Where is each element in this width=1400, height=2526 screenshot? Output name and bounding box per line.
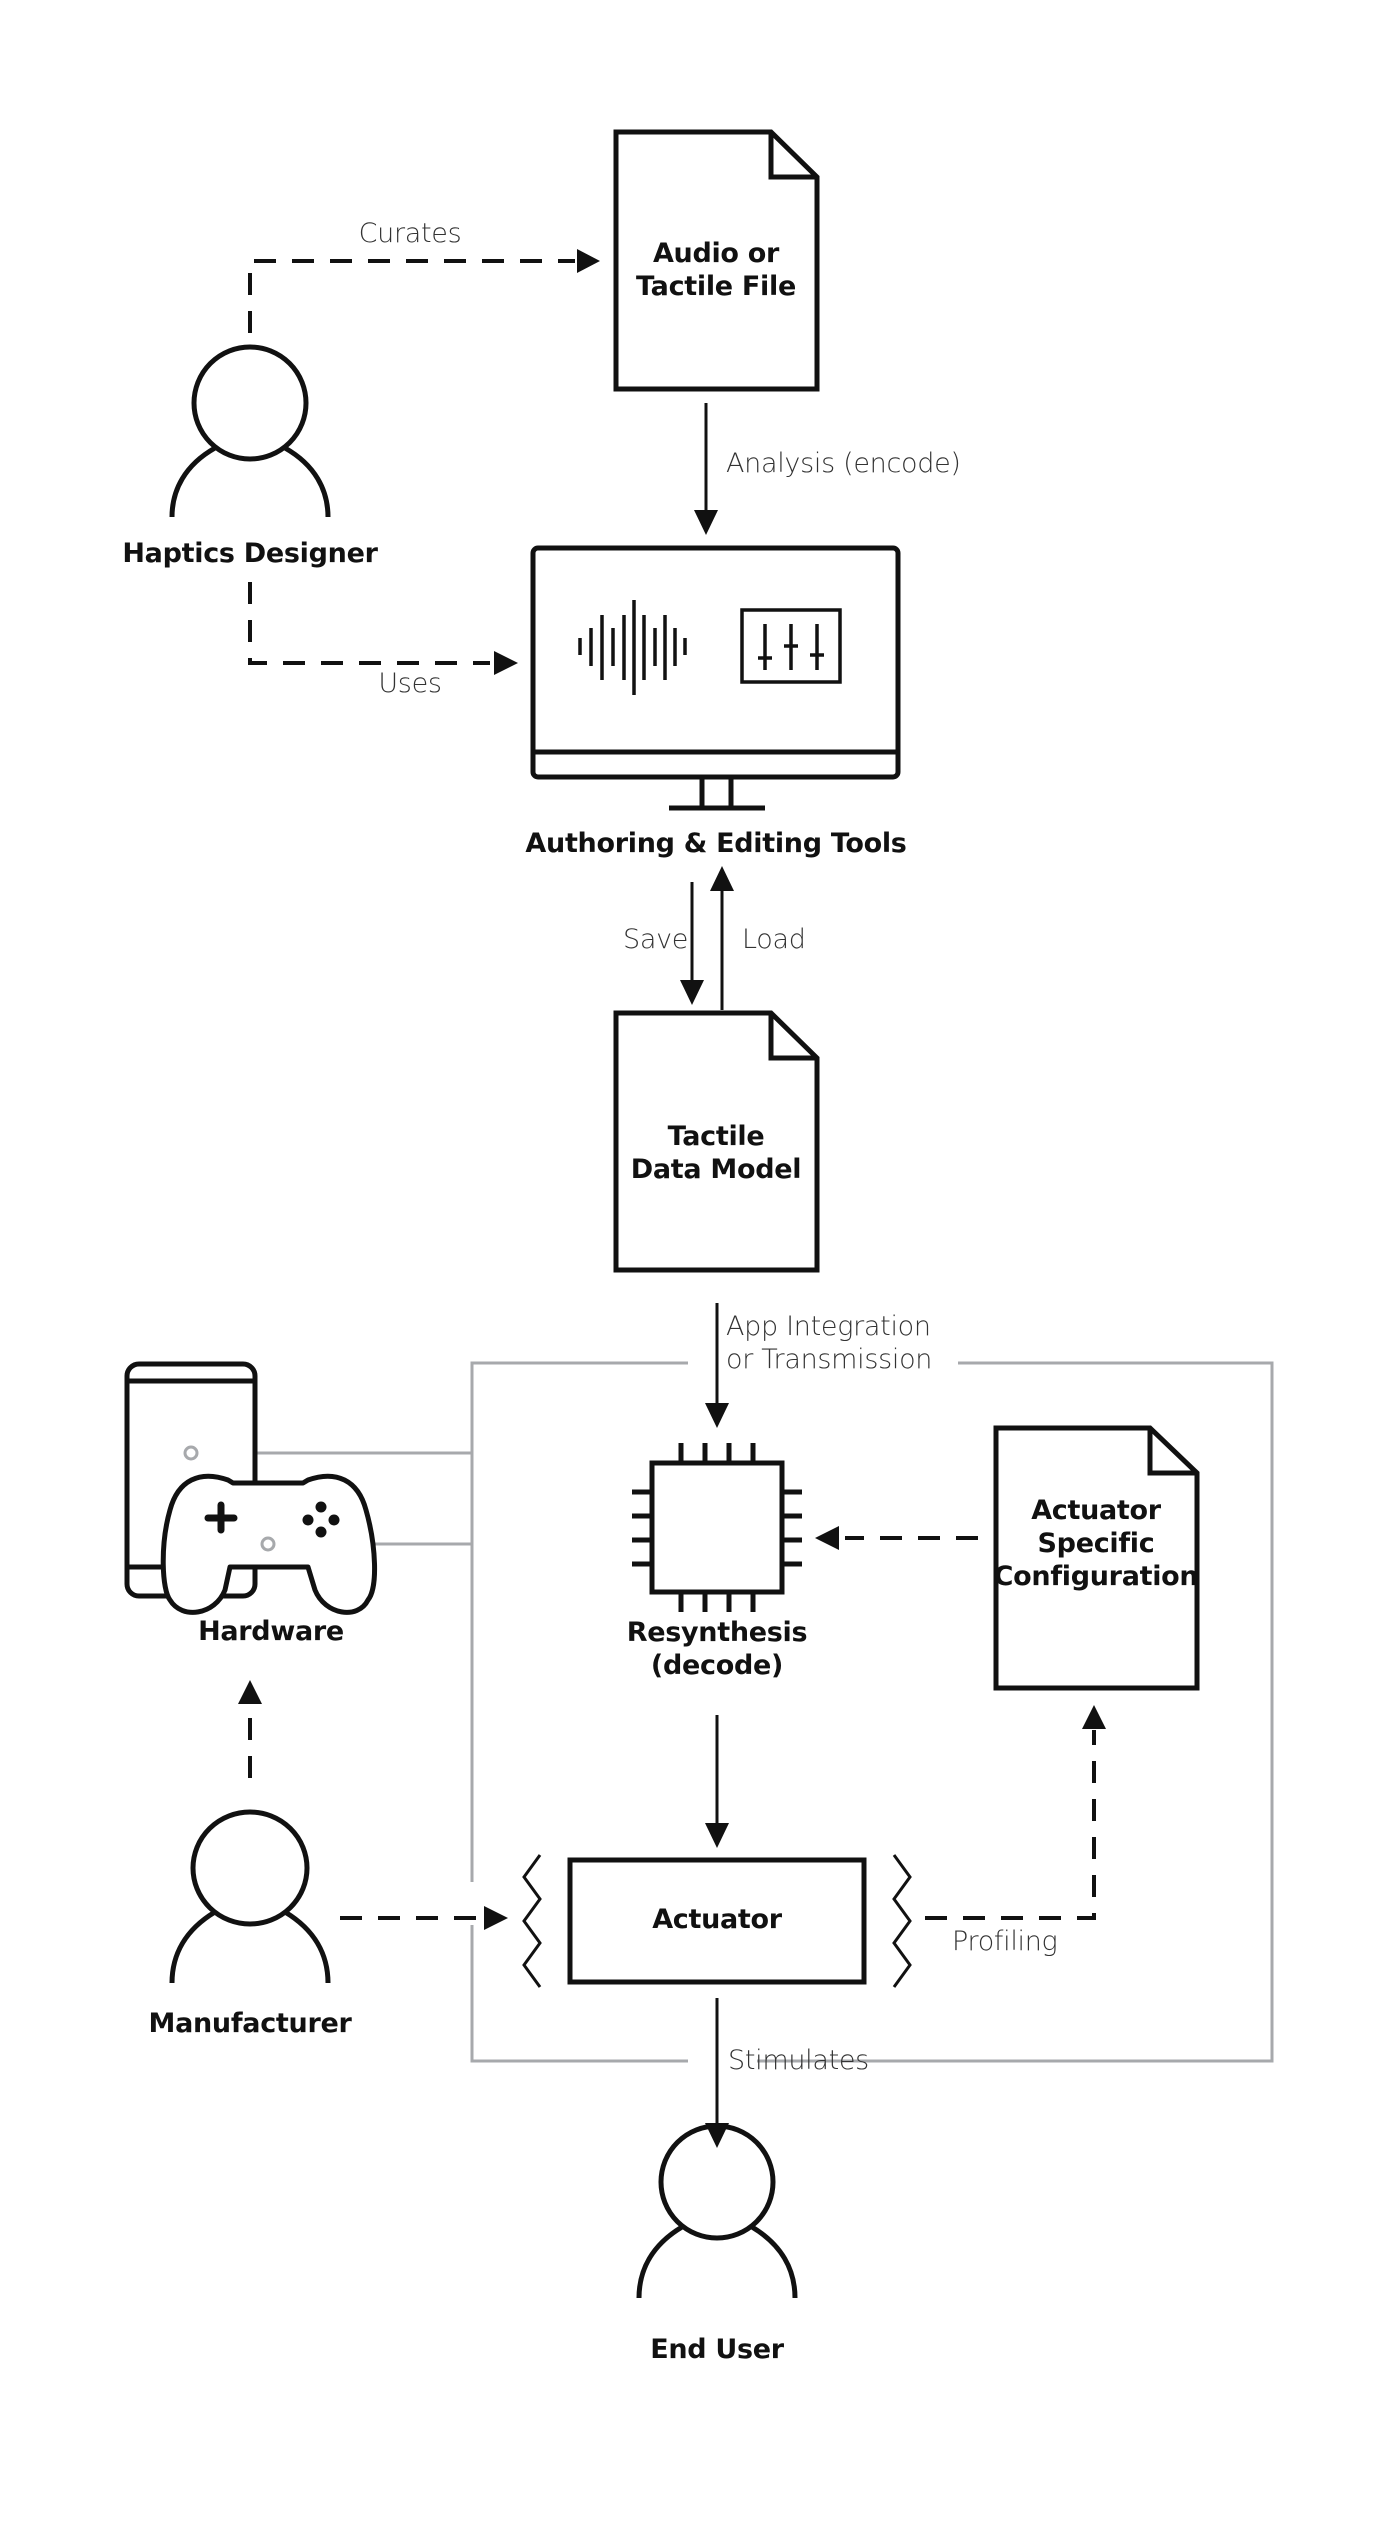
config-line2: Specific [1037, 1528, 1155, 1559]
resynthesis-label: Resynthesis (decode) [627, 1616, 808, 1682]
end-user-icon [636, 2123, 798, 2299]
edge-label-analysis: Analysis (encode) [726, 448, 961, 479]
actuator-box [567, 1857, 867, 1985]
resynthesis-line1: Resynthesis [626, 1617, 808, 1648]
tactile-model-label: Tactile Data Model [630, 1120, 802, 1186]
audio-file-label: Audio or Tactile File [636, 237, 796, 303]
audio-file-line2: Tactile File [636, 271, 796, 302]
edge-label-stimulates: Stimulates [728, 2045, 869, 2076]
tactile-model-line1: Tactile [667, 1121, 765, 1152]
monitor-icon [530, 545, 901, 811]
audio-file-line1: Audio or [652, 238, 780, 269]
edge-label-profiling: Profiling [952, 1926, 1058, 1957]
config-line3: Configuration [993, 1561, 1199, 1592]
arrowheads [238, 249, 1106, 2148]
manufacturer-label: Manufacturer [148, 2008, 352, 2039]
resynthesis-line2: (decode) [650, 1650, 784, 1681]
haptics-designer-label: Haptics Designer [122, 538, 378, 569]
sliders-icon [740, 608, 842, 684]
edge-label-save: Save [623, 924, 689, 955]
tactile-model-line2: Data Model [630, 1154, 802, 1185]
waveform-icon [578, 600, 687, 695]
actuator-config-icon [993, 1425, 1200, 1691]
edge-label-curates: Curates [358, 218, 462, 249]
edge-label-app-integration: App Integration or Transmission [726, 1310, 932, 1376]
tactile-data-model-icon [613, 1010, 820, 1273]
solid-edges [690, 403, 724, 2125]
audio-file-icon [613, 129, 820, 392]
dashed-edges [248, 259, 1096, 1920]
edge-label-load: Load [742, 924, 806, 955]
vibration-icon [522, 1854, 912, 1988]
manufacturer-icon [169, 1809, 331, 1984]
edge-label-uses: Uses [378, 668, 442, 699]
hardware-label: Hardware [198, 1616, 344, 1647]
app-integration-line1: App Integration [726, 1311, 931, 1342]
actuator-config-label: Actuator Specific Configuration [994, 1494, 1199, 1593]
config-line1: Actuator [1031, 1495, 1161, 1526]
actuator-label: Actuator [652, 1904, 782, 1935]
chip-icon [632, 1443, 802, 1612]
app-integration-line2: or Transmission [726, 1344, 933, 1375]
end-user-label: End User [650, 2334, 784, 2365]
authoring-tools-label: Authoring & Editing Tools [525, 828, 907, 859]
connector-dots [183, 1445, 276, 1552]
haptics-designer-icon [169, 344, 331, 518]
